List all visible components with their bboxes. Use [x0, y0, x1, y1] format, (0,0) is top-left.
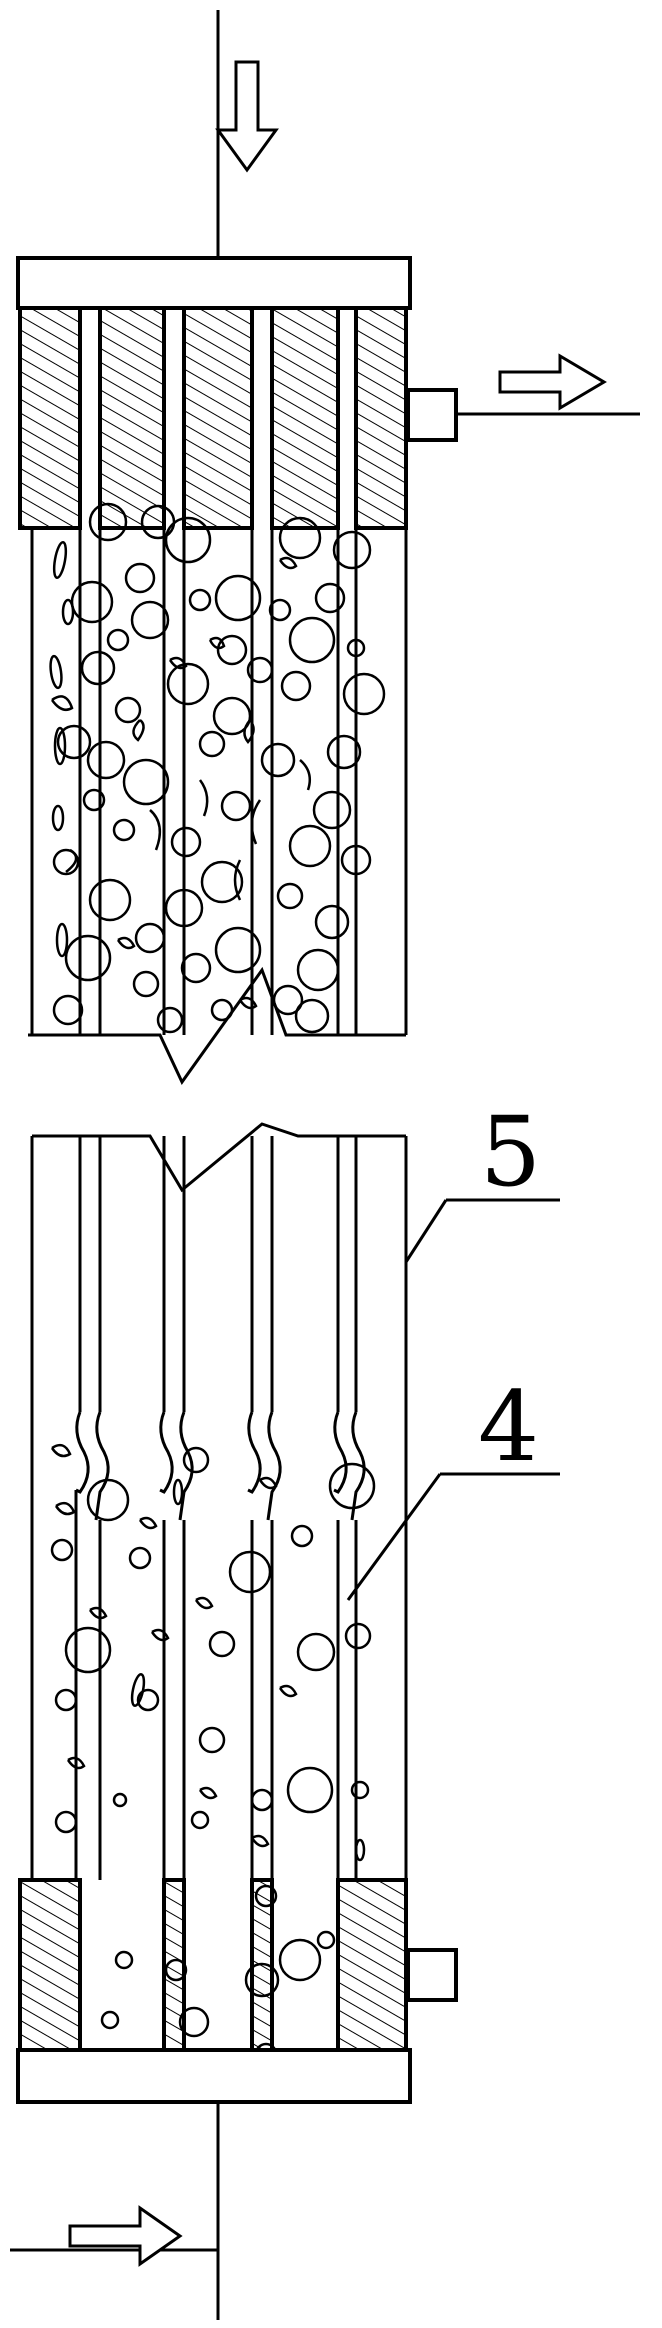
- leader-line-4: [346, 1473, 442, 1601]
- leader-line-5: [404, 1199, 448, 1263]
- label-part-5: 5: [480, 1096, 541, 1208]
- lower-break-line: [32, 1122, 406, 1193]
- arrow-right-icon: [68, 2205, 183, 2267]
- label-part-4: 4: [478, 1371, 539, 1483]
- bottom-outlet-nozzle: [406, 1948, 458, 2002]
- upper-break-line: [28, 966, 406, 1085]
- upper-droplets: [49, 541, 311, 1010]
- lower-bubbles: [50, 1446, 376, 1834]
- top-cap-plate: [16, 256, 412, 310]
- arrow-down-icon: [215, 60, 279, 173]
- bottom-gap-bubbles: [100, 1884, 336, 2070]
- bottom-cap-plate: [16, 2048, 412, 2104]
- bottom-tube-sheet: [18, 1878, 408, 2052]
- top-outlet-nozzle: [406, 388, 458, 442]
- top-tube-sheet: [18, 306, 408, 530]
- lower-droplets: [50, 1443, 366, 1862]
- upper-bubbles: [52, 502, 386, 1034]
- arrow-right-icon: [498, 353, 607, 411]
- upper-tube-bundle: [30, 528, 408, 1035]
